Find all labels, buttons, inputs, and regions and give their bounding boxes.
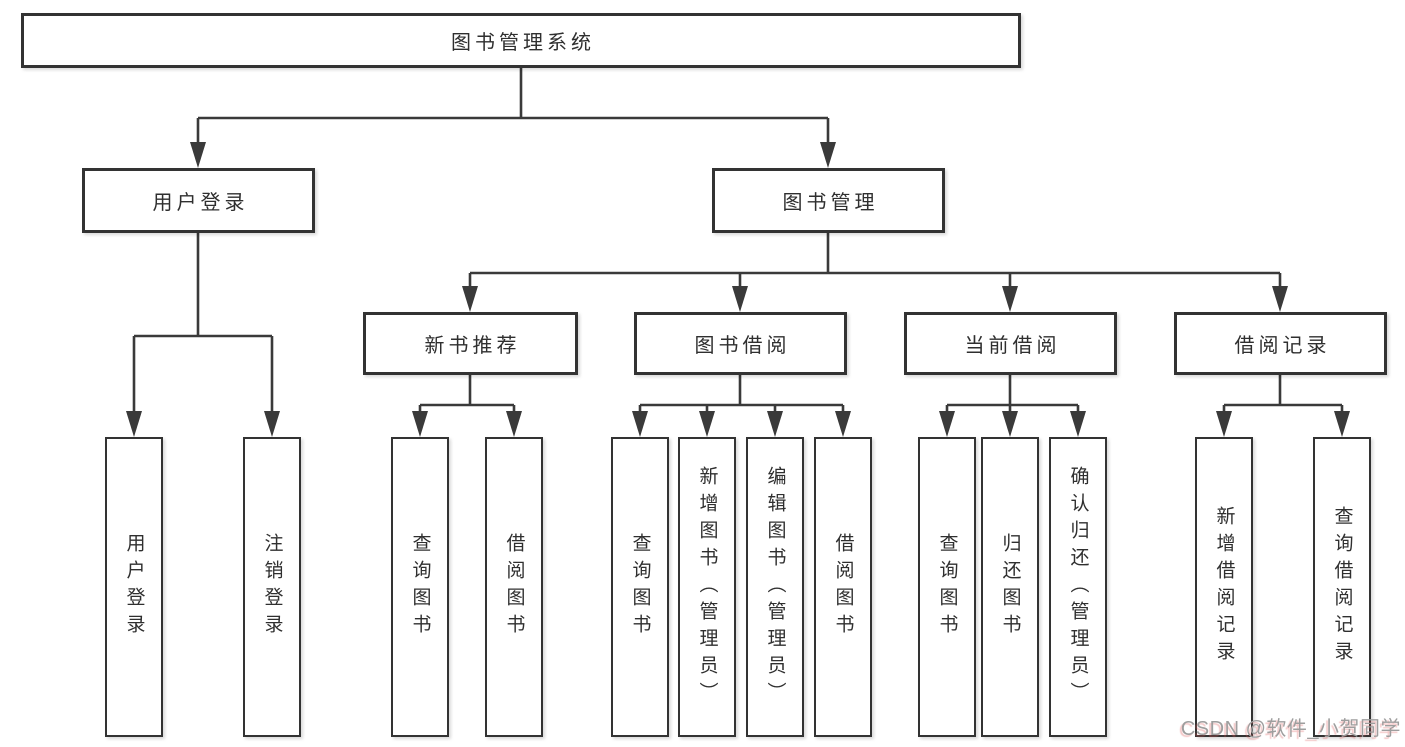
- connector-root-to-level2: [190, 68, 836, 168]
- connector-newbooks-to-leaves: [412, 375, 522, 437]
- node-book-management-label: 图书管理: [782, 192, 879, 214]
- leaf-edit-book-admin: 编辑图书（管理员）: [746, 437, 804, 737]
- node-book-borrowing: 图书借阅: [634, 312, 847, 375]
- node-borrow-records-label: 借阅记录: [1234, 335, 1331, 357]
- leaf-borrow-books-borrowing: 借阅图书: [814, 437, 872, 737]
- leaf-query-borrow-record-label: 查询借阅记录: [1331, 506, 1353, 668]
- leaf-borrow-books-recommend: 借阅图书: [485, 437, 543, 737]
- leaf-query-books-recommend-label: 查询图书: [409, 533, 431, 641]
- node-root: 图书管理系统: [21, 13, 1021, 68]
- node-borrow-records: 借阅记录: [1174, 312, 1387, 375]
- leaf-query-books-borrowing-label: 查询图书: [629, 533, 651, 641]
- connector-current-to-leaves: [939, 375, 1086, 437]
- leaf-query-books-current-label: 查询图书: [936, 533, 958, 641]
- connector-login-to-leaves: [126, 233, 280, 437]
- leaf-query-borrow-record: 查询借阅记录: [1313, 437, 1371, 737]
- leaf-user-login: 用户登录: [105, 437, 163, 737]
- csdn-watermark: CSDN @软件_小贺同学: [1180, 718, 1401, 740]
- connector-borrow-to-leaves: [632, 375, 851, 437]
- node-new-book-recommend-label: 新书推荐: [424, 335, 521, 357]
- node-current-borrowing: 当前借阅: [904, 312, 1117, 375]
- leaf-add-book-admin-label: 新增图书（管理员）: [696, 465, 718, 709]
- node-user-login: 用户登录: [82, 168, 315, 233]
- leaf-add-borrow-record: 新增借阅记录: [1195, 437, 1253, 737]
- leaf-logout-label: 注销登录: [261, 533, 283, 641]
- node-book-management: 图书管理: [712, 168, 945, 233]
- leaf-user-login-label: 用户登录: [123, 533, 145, 641]
- node-user-login-label: 用户登录: [152, 192, 249, 214]
- leaf-query-books-recommend: 查询图书: [391, 437, 449, 737]
- connector-records-to-leaves: [1216, 375, 1350, 437]
- leaf-query-books-borrowing: 查询图书: [611, 437, 669, 737]
- connector-mgmt-to-level3: [462, 233, 1288, 312]
- leaf-borrow-books-recommend-label: 借阅图书: [503, 533, 525, 641]
- node-new-book-recommend: 新书推荐: [363, 312, 578, 375]
- leaf-edit-book-admin-label: 编辑图书（管理员）: [764, 465, 786, 709]
- leaf-add-book-admin: 新增图书（管理员）: [678, 437, 736, 737]
- leaf-confirm-return-admin-label: 确认归还（管理员）: [1067, 465, 1089, 709]
- leaf-borrow-books-borrowing-label: 借阅图书: [832, 533, 854, 641]
- node-book-borrowing-label: 图书借阅: [694, 335, 791, 357]
- leaf-return-book-label: 归还图书: [999, 533, 1021, 641]
- leaf-add-borrow-record-label: 新增借阅记录: [1213, 506, 1235, 668]
- node-root-label: 图书管理系统: [451, 32, 595, 54]
- leaf-query-books-current: 查询图书: [918, 437, 976, 737]
- leaf-confirm-return-admin: 确认归还（管理员）: [1049, 437, 1107, 737]
- leaf-return-book: 归还图书: [981, 437, 1039, 737]
- leaf-logout: 注销登录: [243, 437, 301, 737]
- node-current-borrowing-label: 当前借阅: [964, 335, 1061, 357]
